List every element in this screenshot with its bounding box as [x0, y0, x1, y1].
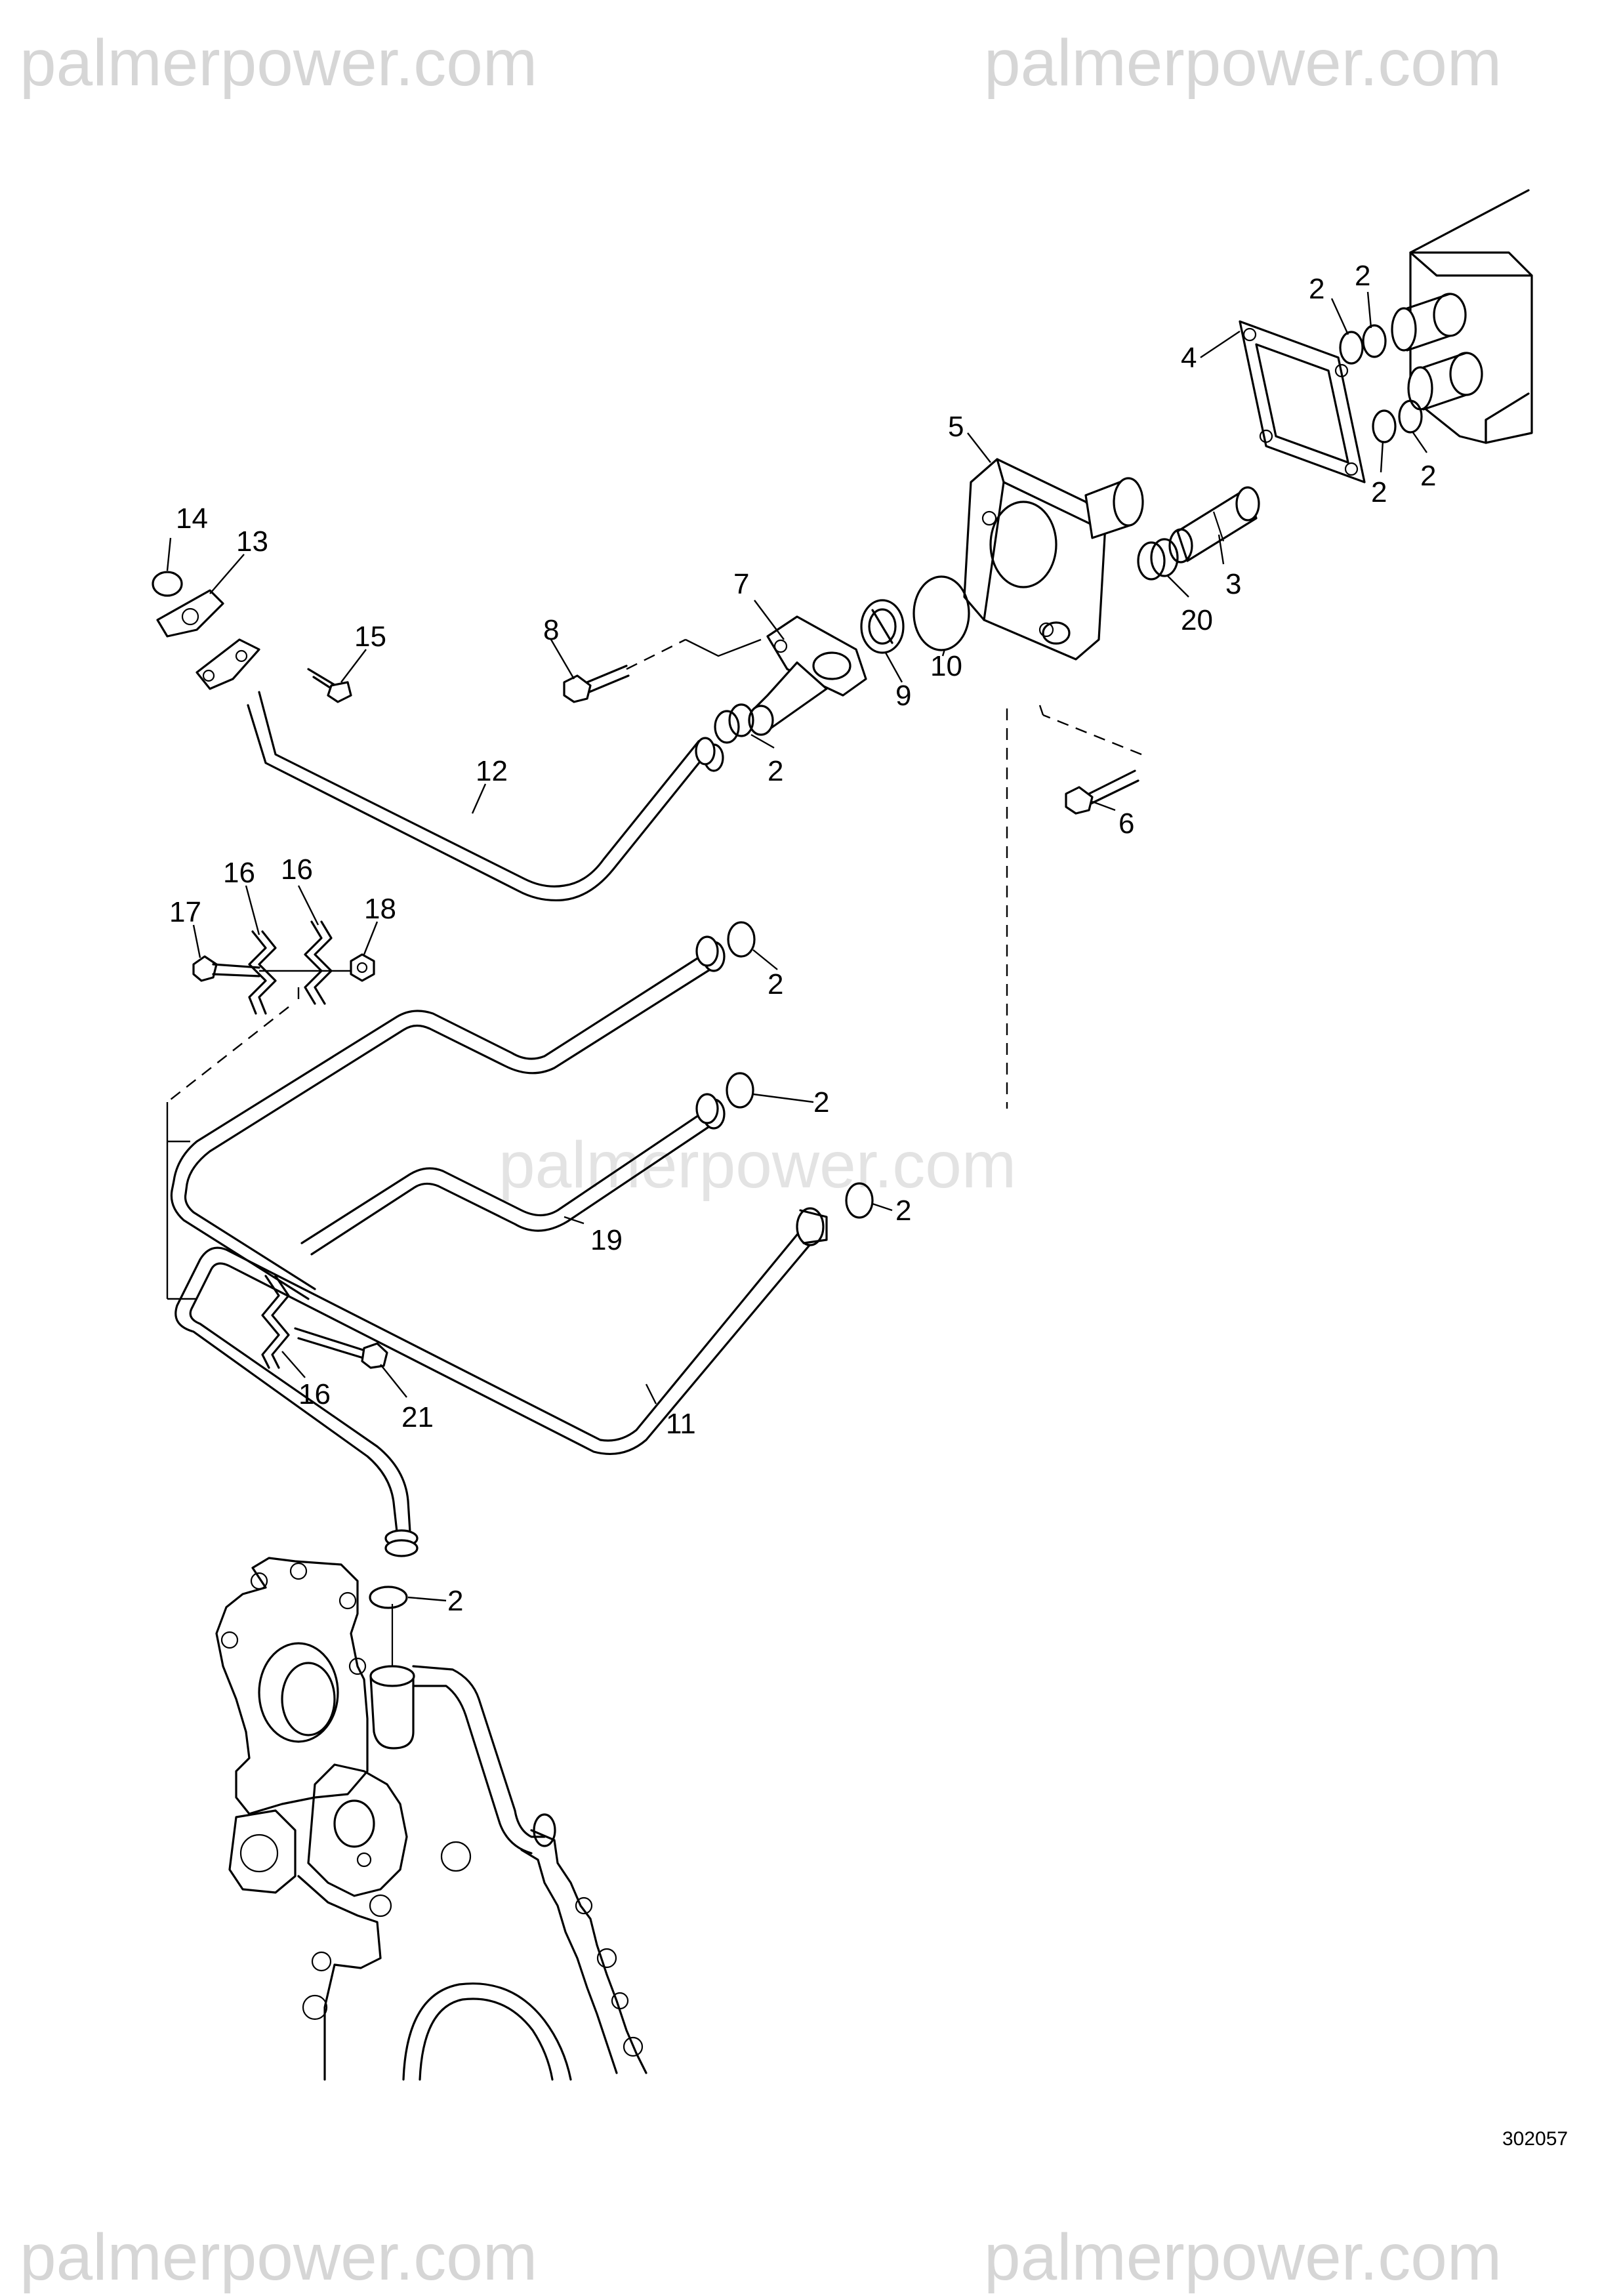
callout-5: 5 — [948, 411, 964, 443]
watermark-top-right: palmerpower.com — [984, 26, 1502, 100]
o-ring-cooler-upper-pair — [1339, 324, 1387, 365]
callout-2-cooler-upper-right: 2 — [1355, 260, 1370, 292]
oil-cooler-housing — [1391, 189, 1533, 444]
callout-4: 4 — [1181, 342, 1197, 374]
thermostat — [860, 599, 905, 654]
pipe-19 — [300, 1093, 726, 1256]
elbow-housing — [748, 615, 867, 736]
pipe-flange-12 — [195, 638, 260, 690]
clip-16-right — [304, 920, 333, 1005]
watermark-center: palmerpower.com — [499, 1128, 1016, 1202]
callout-7: 7 — [733, 568, 749, 600]
callout-6: 6 — [1118, 808, 1134, 840]
bolt-21 — [294, 1327, 388, 1369]
callout-2-cooler-lower-left: 2 — [1371, 476, 1387, 508]
callout-14: 14 — [176, 502, 208, 535]
callout-3: 3 — [1225, 568, 1241, 600]
callout-2-pump-inlet: 2 — [447, 1585, 463, 1617]
water-pump-timing-cover — [215, 1557, 647, 2081]
o-ring-14 — [152, 571, 183, 597]
connector-pipe — [1168, 486, 1260, 564]
pipe-upper-12 — [247, 691, 724, 902]
clip-16-lower — [261, 1275, 290, 1369]
o-ring-pipe-middle — [727, 921, 756, 958]
callout-labels: 2 2 4 2 2 5 14 13 7 3 20 8 15 10 9 12 2 … — [169, 260, 1436, 1617]
pipe-middle — [170, 935, 726, 1300]
callout-10: 10 — [930, 650, 962, 682]
thermostat-seal-ring — [913, 575, 970, 651]
gasket-plate — [1239, 320, 1366, 483]
bolt-15 — [307, 668, 352, 703]
callout-9: 9 — [895, 680, 911, 712]
callout-11: 11 — [666, 1408, 696, 1440]
hose-clamp — [1137, 538, 1179, 581]
bolt-17 — [192, 955, 354, 982]
callout-19: 19 — [590, 1224, 623, 1256]
watermark-bottom-right: palmerpower.com — [984, 2221, 1502, 2294]
callout-16-right: 16 — [281, 853, 313, 886]
callout-2-pipe-11: 2 — [895, 1195, 911, 1227]
callout-2-cooler-lower-right: 2 — [1420, 460, 1436, 492]
pipe-lower-11 — [174, 1207, 828, 1557]
bolt-8 — [563, 638, 762, 703]
o-ring-cooler-lower-pair — [1372, 400, 1423, 443]
bolt-6 — [1038, 705, 1142, 815]
thermostat-housing — [963, 458, 1144, 661]
callout-12: 12 — [476, 755, 508, 787]
leader-lines — [166, 291, 1427, 1602]
clip-16-left — [248, 930, 277, 1015]
drawing-reference-number: 302057 — [1502, 2128, 1568, 2150]
callout-15: 15 — [354, 621, 386, 653]
callout-2-pipe-middle: 2 — [768, 968, 783, 1000]
watermark-bottom-left: palmerpower.com — [20, 2221, 537, 2294]
callout-2-cooler-upper-left: 2 — [1309, 273, 1324, 305]
callout-18: 18 — [364, 893, 396, 925]
callout-2-pipe-19: 2 — [813, 1086, 829, 1118]
callout-16-lower: 16 — [298, 1378, 331, 1410]
callout-2-pipe-12: 2 — [768, 755, 783, 787]
flange-gasket-13 — [156, 589, 224, 638]
callout-21: 21 — [401, 1401, 434, 1433]
callout-13: 13 — [236, 525, 268, 558]
callout-17: 17 — [169, 896, 201, 928]
dashed-bracket-left — [166, 987, 300, 1300]
o-ring-pipe-19 — [726, 1072, 754, 1109]
o-ring-pump-inlet — [369, 1586, 408, 1609]
nut-18 — [350, 953, 375, 982]
callout-16-left: 16 — [223, 857, 255, 889]
callout-20: 20 — [1181, 604, 1213, 636]
o-ring-pipe-12 — [714, 703, 754, 744]
o-ring-pipe-11 — [845, 1182, 874, 1219]
watermark-top-left: palmerpower.com — [20, 26, 537, 100]
callout-8: 8 — [543, 614, 559, 646]
